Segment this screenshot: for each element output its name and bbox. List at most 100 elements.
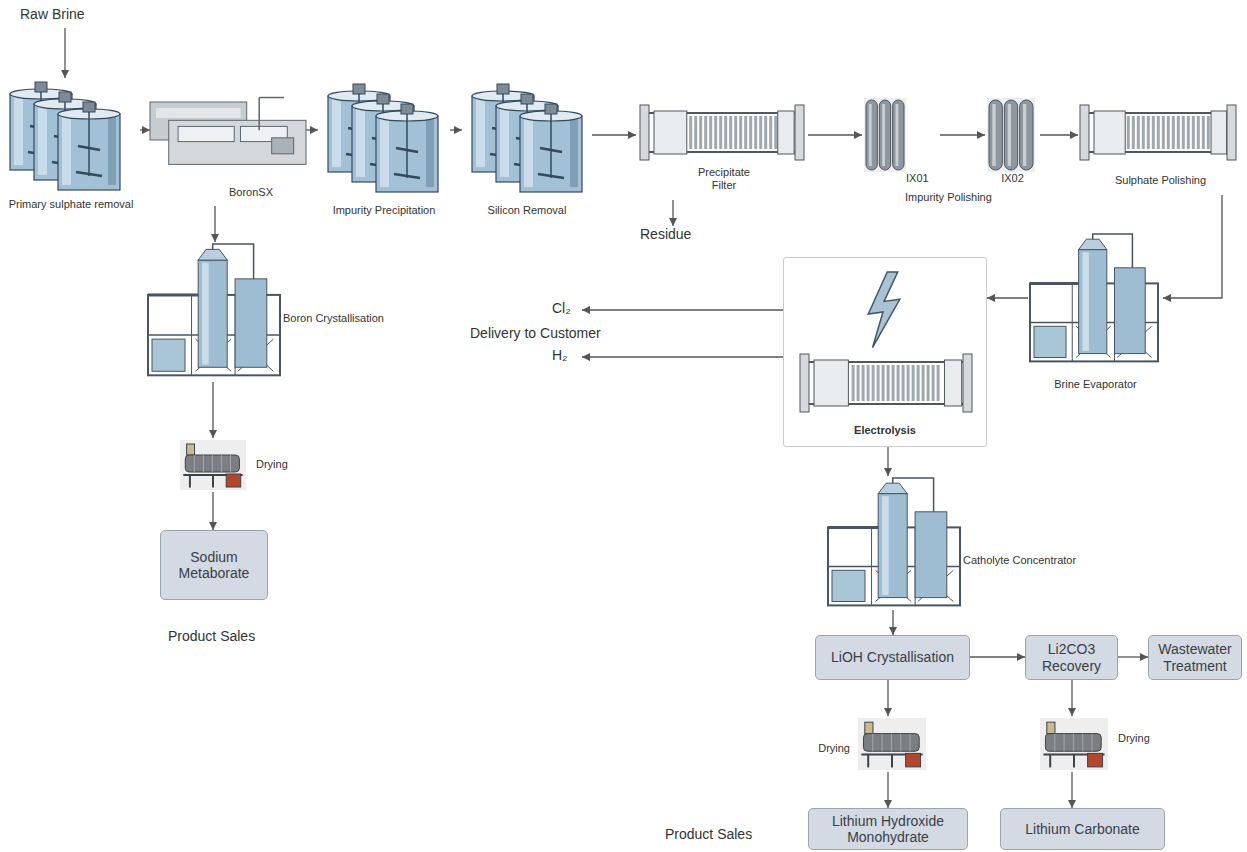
drawing-part <box>1030 282 1079 285</box>
filter-plate <box>937 365 940 401</box>
drawing-part <box>356 109 365 177</box>
drum-ring <box>1064 734 1065 752</box>
drawing-part <box>83 102 95 112</box>
filter-plate <box>922 365 925 401</box>
drum-ring <box>910 734 911 752</box>
drawing-part <box>187 444 195 455</box>
drawing-part <box>891 754 893 767</box>
flow-arrow <box>1040 134 1078 135</box>
filter-press: Precipitate Filter <box>636 100 808 200</box>
node-label: Raw Brine <box>20 6 100 23</box>
drawing-part <box>987 98 1035 172</box>
filter-plate <box>1197 116 1200 149</box>
drawing-part <box>832 570 865 601</box>
drawing-part <box>78 146 100 150</box>
drawing-part <box>148 293 198 296</box>
drawing-part <box>1211 111 1227 154</box>
node-label: Drying <box>1118 732 1168 745</box>
drawing-part <box>76 172 102 176</box>
concentrator: Catholyte Concentrator <box>826 476 1091 610</box>
node-label: Precipitate Filter <box>688 166 760 192</box>
drawing-part <box>191 295 192 375</box>
crystalliser: Boron Crystallisation <box>146 242 396 382</box>
node-label: Primary sulphate removal <box>2 198 140 211</box>
product-box: Lithium Carbonate <box>1000 808 1165 850</box>
flow-arrow <box>892 610 893 635</box>
drawing-part <box>858 718 926 770</box>
bolt-symbol <box>868 272 900 348</box>
drawing-part <box>867 754 869 767</box>
filter-plate <box>719 116 722 149</box>
drum-ring <box>1054 734 1055 752</box>
drum-ring <box>203 455 204 472</box>
filter-plate <box>917 365 920 401</box>
node-label: H₂ <box>552 347 582 364</box>
node-label: Wastewater Treatment <box>1153 641 1237 673</box>
drawing-part <box>476 99 485 167</box>
drawing-part <box>1094 111 1125 154</box>
filter-plate <box>1162 116 1165 149</box>
tanks-symbol <box>472 84 582 192</box>
equipment-illustration <box>1038 716 1173 772</box>
node-label: Drying <box>256 458 298 471</box>
cryst-symbol <box>1030 234 1158 361</box>
flow-arrow <box>672 200 673 226</box>
flow-arrow <box>140 129 150 130</box>
drum-ring <box>212 455 213 472</box>
drawing-part <box>878 494 907 598</box>
drawing-part <box>944 360 961 406</box>
process-box: LiOH Crystallisation <box>815 635 970 680</box>
filter-plate <box>1187 116 1190 149</box>
drawing-part <box>871 527 872 605</box>
drawing-part <box>878 483 907 493</box>
filter-plate <box>704 116 707 149</box>
flow-arrow <box>64 28 65 78</box>
filter-plate <box>887 365 890 401</box>
node-label: LiOH Crystallisation <box>831 649 954 665</box>
drawing-part <box>396 148 418 152</box>
drawing-part <box>258 98 260 131</box>
drawing-part <box>882 496 889 595</box>
flow-arrow <box>887 680 888 716</box>
drawing-part <box>989 100 1002 170</box>
process-box: Wastewater Treatment <box>1148 635 1242 680</box>
drawing-part <box>198 249 227 260</box>
filter-plate <box>932 365 935 401</box>
filter-plate <box>749 116 752 149</box>
annotation-label: Product Sales <box>168 628 255 644</box>
filter-plate <box>857 365 860 401</box>
drawing-part <box>540 148 562 152</box>
drawing-part <box>1082 252 1088 351</box>
drawing-part <box>180 440 246 490</box>
filter-plate <box>1172 116 1175 149</box>
filter-plate <box>877 365 880 401</box>
drum-ring <box>1092 734 1093 752</box>
node-label: Lithium Hydroxide Monohydrate <box>813 813 963 845</box>
dryer: Drying <box>800 716 928 772</box>
node-label: Li2CO3 Recovery <box>1030 641 1113 673</box>
drawing-part <box>654 111 687 154</box>
drawing-part <box>800 354 809 412</box>
drawing-part <box>915 512 947 598</box>
drawing-part <box>169 120 306 164</box>
filter-plate <box>1157 116 1160 149</box>
drawing-part <box>1080 105 1089 160</box>
filter-plate <box>902 365 905 401</box>
drawing-part <box>1072 283 1073 361</box>
drawing-part <box>992 104 995 166</box>
drawing-part <box>868 272 900 348</box>
drawing-part <box>198 260 227 367</box>
annotation-label: Product Sales <box>665 826 752 842</box>
filter-plate <box>1137 116 1140 149</box>
dryer: Drying <box>1038 716 1173 772</box>
equipment-illustration <box>826 476 1091 610</box>
node-label: BoronSX <box>206 186 296 199</box>
drawing-part <box>380 119 389 187</box>
drawing-part <box>828 526 878 529</box>
output-label: Residue <box>640 226 710 248</box>
drawing-part <box>814 360 848 406</box>
drawing-part <box>185 455 239 472</box>
filter-plate <box>1177 116 1180 149</box>
drawing-part <box>640 105 649 160</box>
drawing-part <box>1004 100 1017 170</box>
